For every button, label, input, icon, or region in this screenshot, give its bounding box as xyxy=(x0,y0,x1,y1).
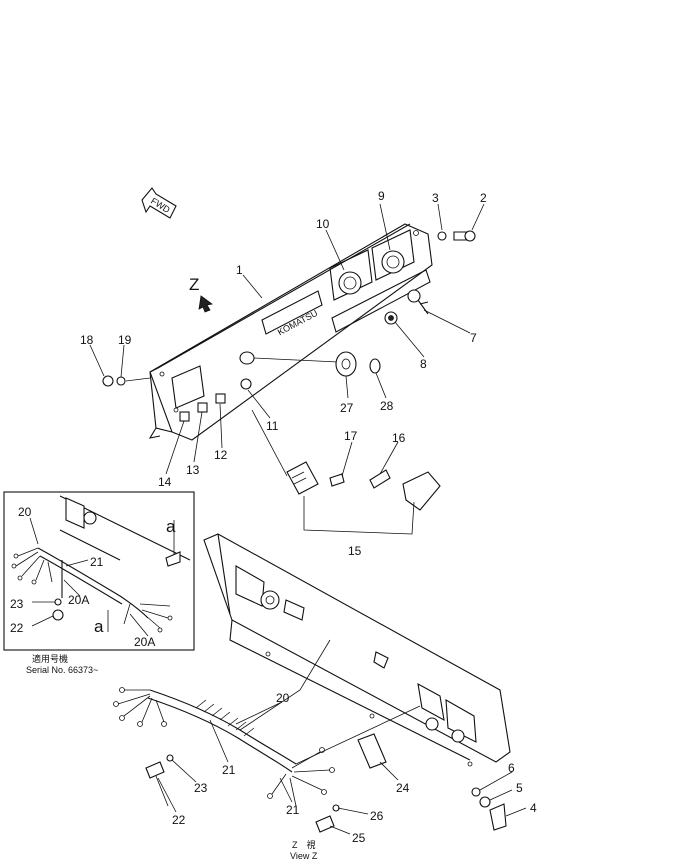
callout-16: 16 xyxy=(392,431,406,445)
bracket-16a-icon xyxy=(369,469,391,489)
callout-8: 8 xyxy=(420,357,427,371)
callout-20-main: 20 xyxy=(276,691,290,705)
washer-5-icon xyxy=(479,796,491,808)
inset-serial-box xyxy=(3,491,195,651)
inset-detail-a-top: a xyxy=(166,517,176,536)
callout-17: 17 xyxy=(344,429,358,443)
harness-right-wires xyxy=(267,747,335,807)
fwd-arrow-icon: FWD xyxy=(141,187,177,219)
callout-5: 5 xyxy=(516,781,523,795)
callout-22-main: 22 xyxy=(172,813,186,827)
callout-27: 27 xyxy=(340,401,354,415)
washer-3-icon xyxy=(437,231,447,241)
callout-21-inset: 21 xyxy=(90,555,104,569)
callout-23-main: 23 xyxy=(194,781,208,795)
callout-25: 25 xyxy=(352,831,366,845)
callout-23-inset: 23 xyxy=(10,597,24,611)
callout-6: 6 xyxy=(508,761,515,775)
grommet-27-icon xyxy=(335,351,357,377)
inset-serial-cjk: 適用号機 xyxy=(32,653,68,664)
callout-9: 9 xyxy=(378,189,385,203)
callout-21-right: 21 xyxy=(286,803,300,817)
view-marker-letter: Z xyxy=(189,275,199,294)
bracket-16b-icon xyxy=(402,471,441,511)
leader-lines xyxy=(29,203,527,835)
bolt-22-inset-icon xyxy=(52,609,64,621)
relay-assembly-15 xyxy=(251,409,441,535)
gauge-9-icon xyxy=(381,250,405,274)
callout-10: 10 xyxy=(316,217,330,231)
switch-14-icon xyxy=(179,411,190,422)
callout-14: 14 xyxy=(158,475,172,489)
callout-7: 7 xyxy=(470,331,477,345)
callout-1: 1 xyxy=(236,263,243,277)
callout-18: 18 xyxy=(80,333,94,347)
callout-13: 13 xyxy=(186,463,200,477)
callout-20-inset: 20 xyxy=(18,505,32,519)
callout-24: 24 xyxy=(396,781,410,795)
wire-harness-20 xyxy=(113,639,421,807)
callout-4: 4 xyxy=(530,801,537,815)
callout-20A-right: 20A xyxy=(134,635,155,649)
rear-panel-view-z xyxy=(203,533,511,767)
cap-28-icon xyxy=(369,358,381,374)
view-caption: View Z xyxy=(290,851,318,861)
washer-23-inset-icon xyxy=(54,598,62,606)
screw-17-icon xyxy=(329,473,345,487)
callout-11: 11 xyxy=(266,419,279,433)
washer-19-icon xyxy=(116,376,126,386)
callout-2: 2 xyxy=(480,191,487,205)
instrument-panel: KOMATSU xyxy=(148,223,433,441)
callout-3: 3 xyxy=(432,191,439,205)
bolt-4-icon xyxy=(489,803,507,831)
callout-20A-left: 20A xyxy=(68,593,89,607)
key-switch-icon xyxy=(407,289,421,303)
view-caption-cjk: Z 視 xyxy=(292,839,316,850)
switch-13-icon xyxy=(197,402,208,413)
inset-harness-wires xyxy=(11,547,173,633)
washer-6-icon xyxy=(471,787,481,797)
gauge-10-icon xyxy=(338,271,362,295)
view-z-marker: Z xyxy=(189,275,213,313)
callout-28: 28 xyxy=(380,399,394,413)
callout-15: 15 xyxy=(348,544,362,558)
bolt-2-icon xyxy=(453,230,476,242)
bolt-22-icon xyxy=(145,761,165,779)
washer-23-icon xyxy=(166,754,174,762)
callout-22-inset: 22 xyxy=(10,621,24,635)
callouts: 1 2 3 4 5 6 7 8 9 10 11 12 13 14 15 16 1… xyxy=(10,189,537,845)
inset-detail-a-bottom: a xyxy=(94,617,104,636)
screw-25-icon xyxy=(315,815,335,833)
switch-12-icon xyxy=(215,393,226,404)
callout-19: 19 xyxy=(118,333,132,347)
callout-26: 26 xyxy=(370,809,384,823)
nut-18-icon xyxy=(102,375,114,387)
bracket-24-icon xyxy=(357,733,387,769)
indicator-11-icon xyxy=(240,378,252,390)
inset-serial-label: Serial No. 66373~ xyxy=(26,665,98,675)
callout-12: 12 xyxy=(214,448,228,462)
callout-21-mid: 21 xyxy=(222,763,236,777)
harness-left-wires xyxy=(113,687,167,727)
